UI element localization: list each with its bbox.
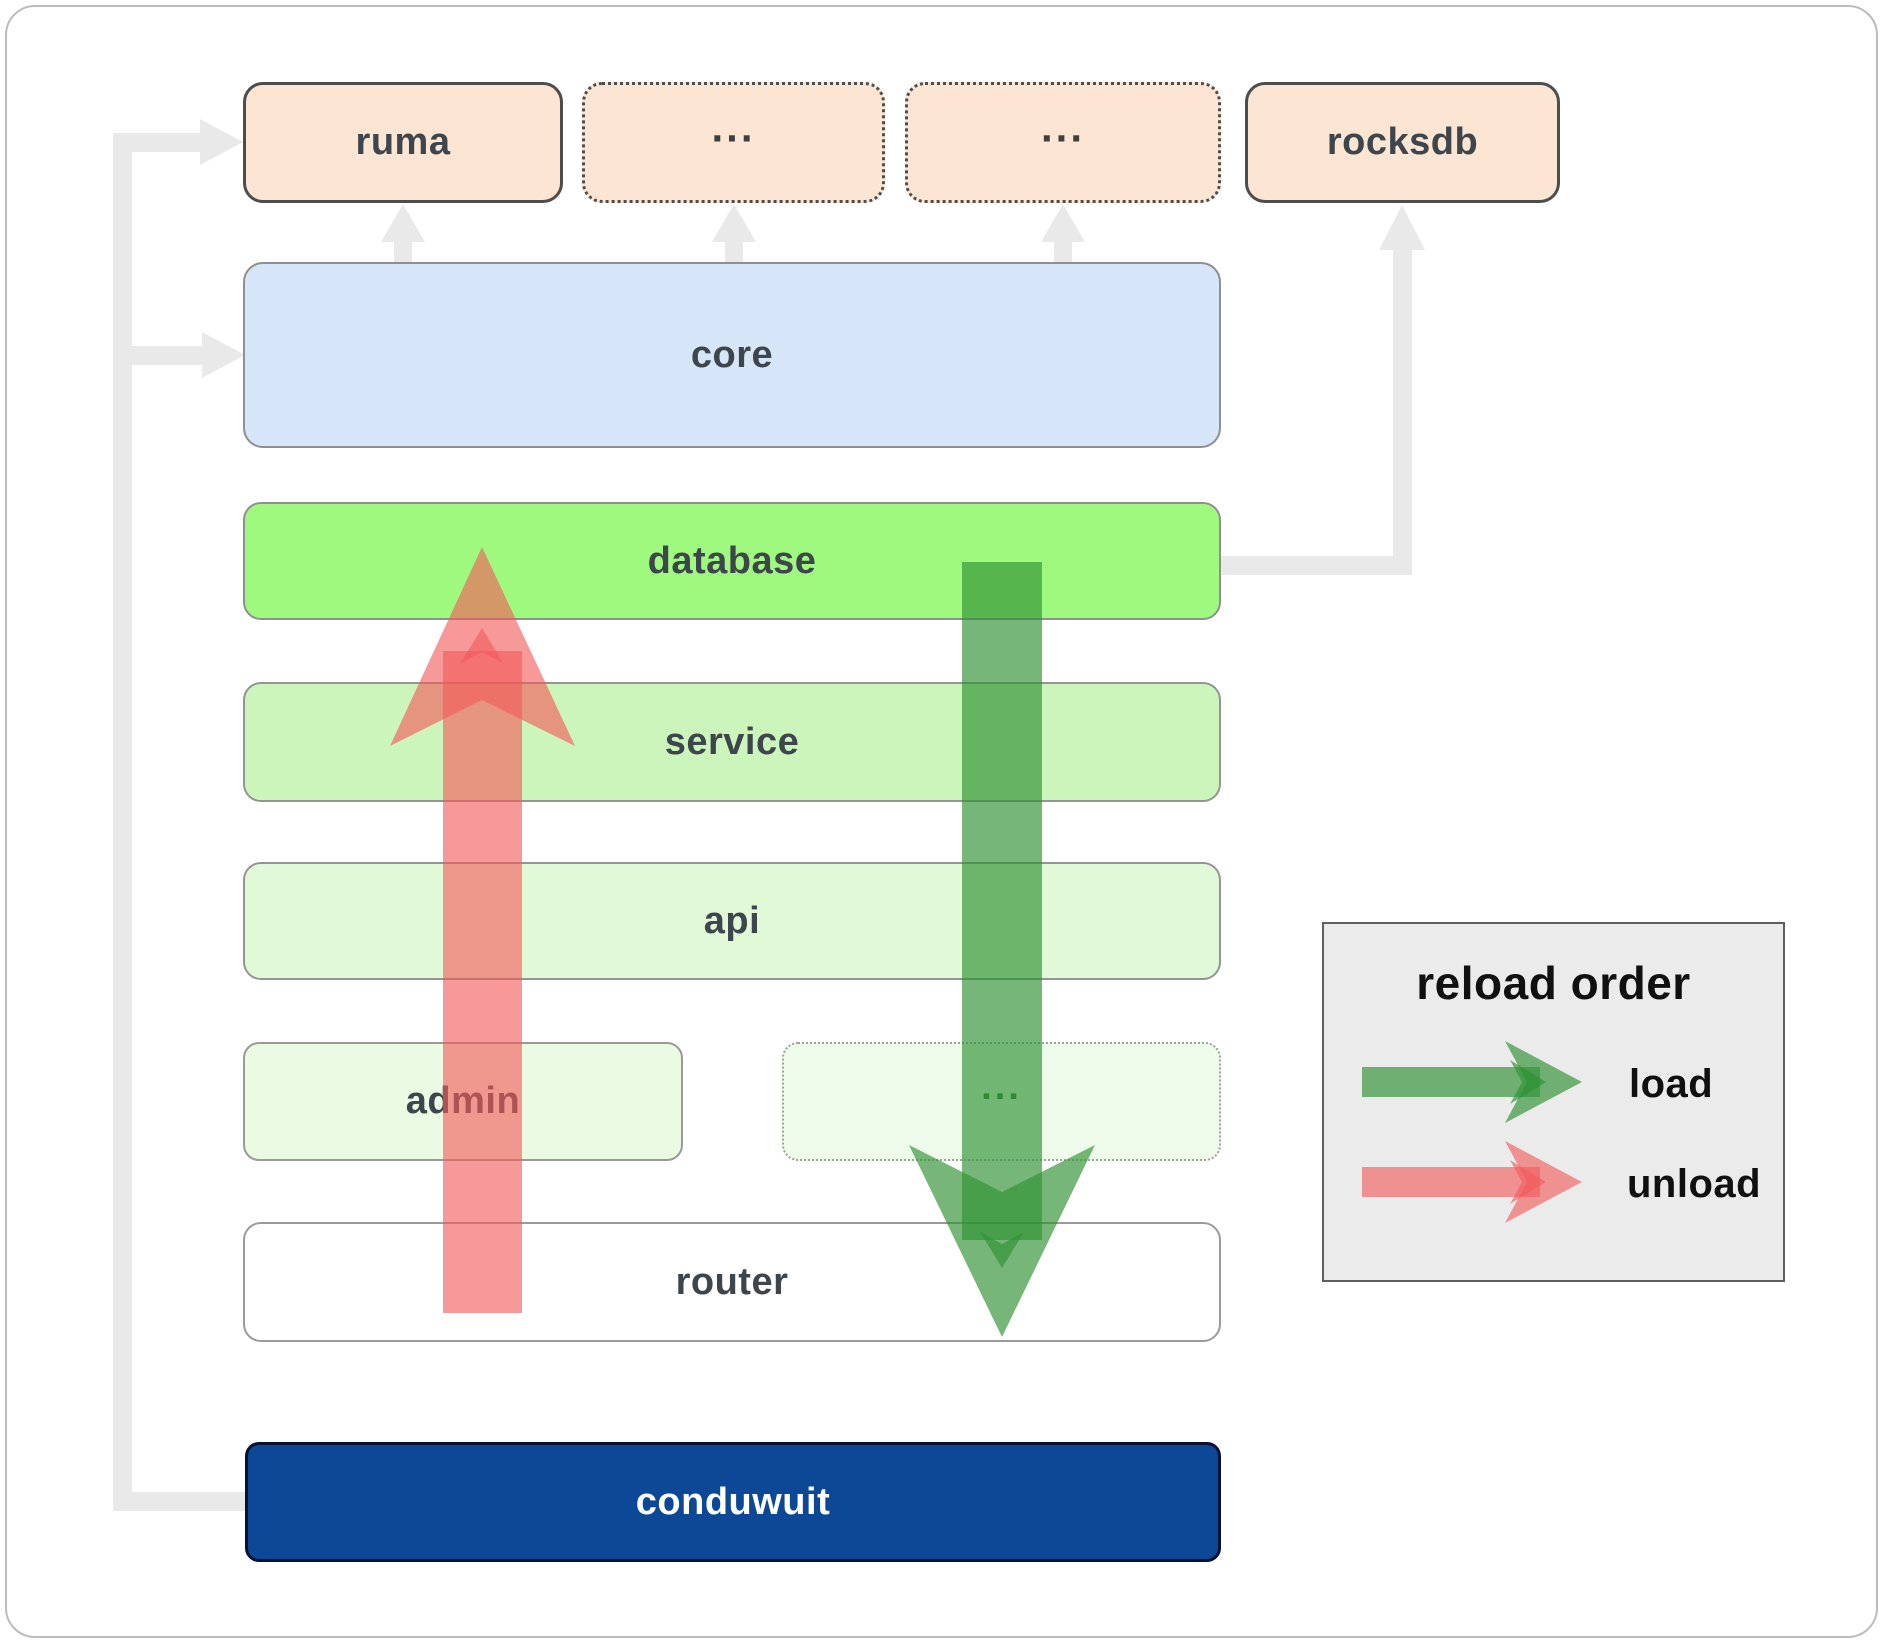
database-to-rocksdb-hline [1221,556,1412,575]
legend: reload order load unload [1322,922,1785,1282]
node-router-label: router [675,1260,789,1303]
conduwuit-to-core-arrowhead-icon [202,332,245,378]
node-admin-label: admin [405,1080,521,1122]
node-ruma: ruma [243,82,563,203]
node-conduwuit-label: conduwuit [635,1480,831,1523]
node-admin-ellipsis-label: ... [981,1066,1022,1109]
node-api-label: api [703,899,761,942]
node-service-label: service [664,720,800,763]
node-database: database [243,502,1221,620]
core-to-ruma-line [394,240,412,263]
node-conduwuit: conduwuit [245,1442,1221,1562]
node-rocksdb-label: rocksdb [1326,121,1479,163]
node-ellipsis-2: ... [905,82,1221,203]
conduwuit-bottom-segment [113,1492,245,1511]
database-to-rocksdb-arrowhead-icon [1379,205,1425,250]
conduwuit-to-core-line [113,346,203,365]
legend-load-label: load [1629,1062,1714,1106]
node-database-label: database [647,539,817,582]
database-to-rocksdb-vline [1393,248,1412,575]
conduwuit-to-ruma-arrowhead-icon [200,119,243,165]
node-service: service [243,682,1221,802]
node-core-label: core [690,333,774,376]
node-api: api [243,862,1221,980]
legend-title: reload order [1416,957,1691,1009]
node-admin: admin [243,1042,683,1161]
node-admin-ellipsis: ... [782,1042,1221,1161]
core-to-ellipsis2-arrowhead-icon [1041,204,1085,242]
conduwuit-trunk-line [113,133,132,1511]
node-core: core [243,262,1221,448]
node-rocksdb: rocksdb [1245,82,1560,203]
node-router: router [243,1222,1221,1342]
node-ellipsis-1-label: ... [711,103,756,151]
core-to-ellipsis2-line [1054,240,1072,263]
node-ellipsis-2-label: ... [1040,103,1085,151]
node-ruma-label: ruma [355,121,451,163]
core-to-ellipsis1-line [725,240,743,263]
outer-frame [5,5,1878,1638]
core-to-ellipsis1-arrowhead-icon [712,204,756,242]
conduwuit-to-ruma-line [113,133,201,152]
legend-unload-label: unload [1627,1162,1762,1206]
node-ellipsis-1: ... [582,82,885,203]
core-to-ruma-arrowhead-icon [381,204,425,242]
